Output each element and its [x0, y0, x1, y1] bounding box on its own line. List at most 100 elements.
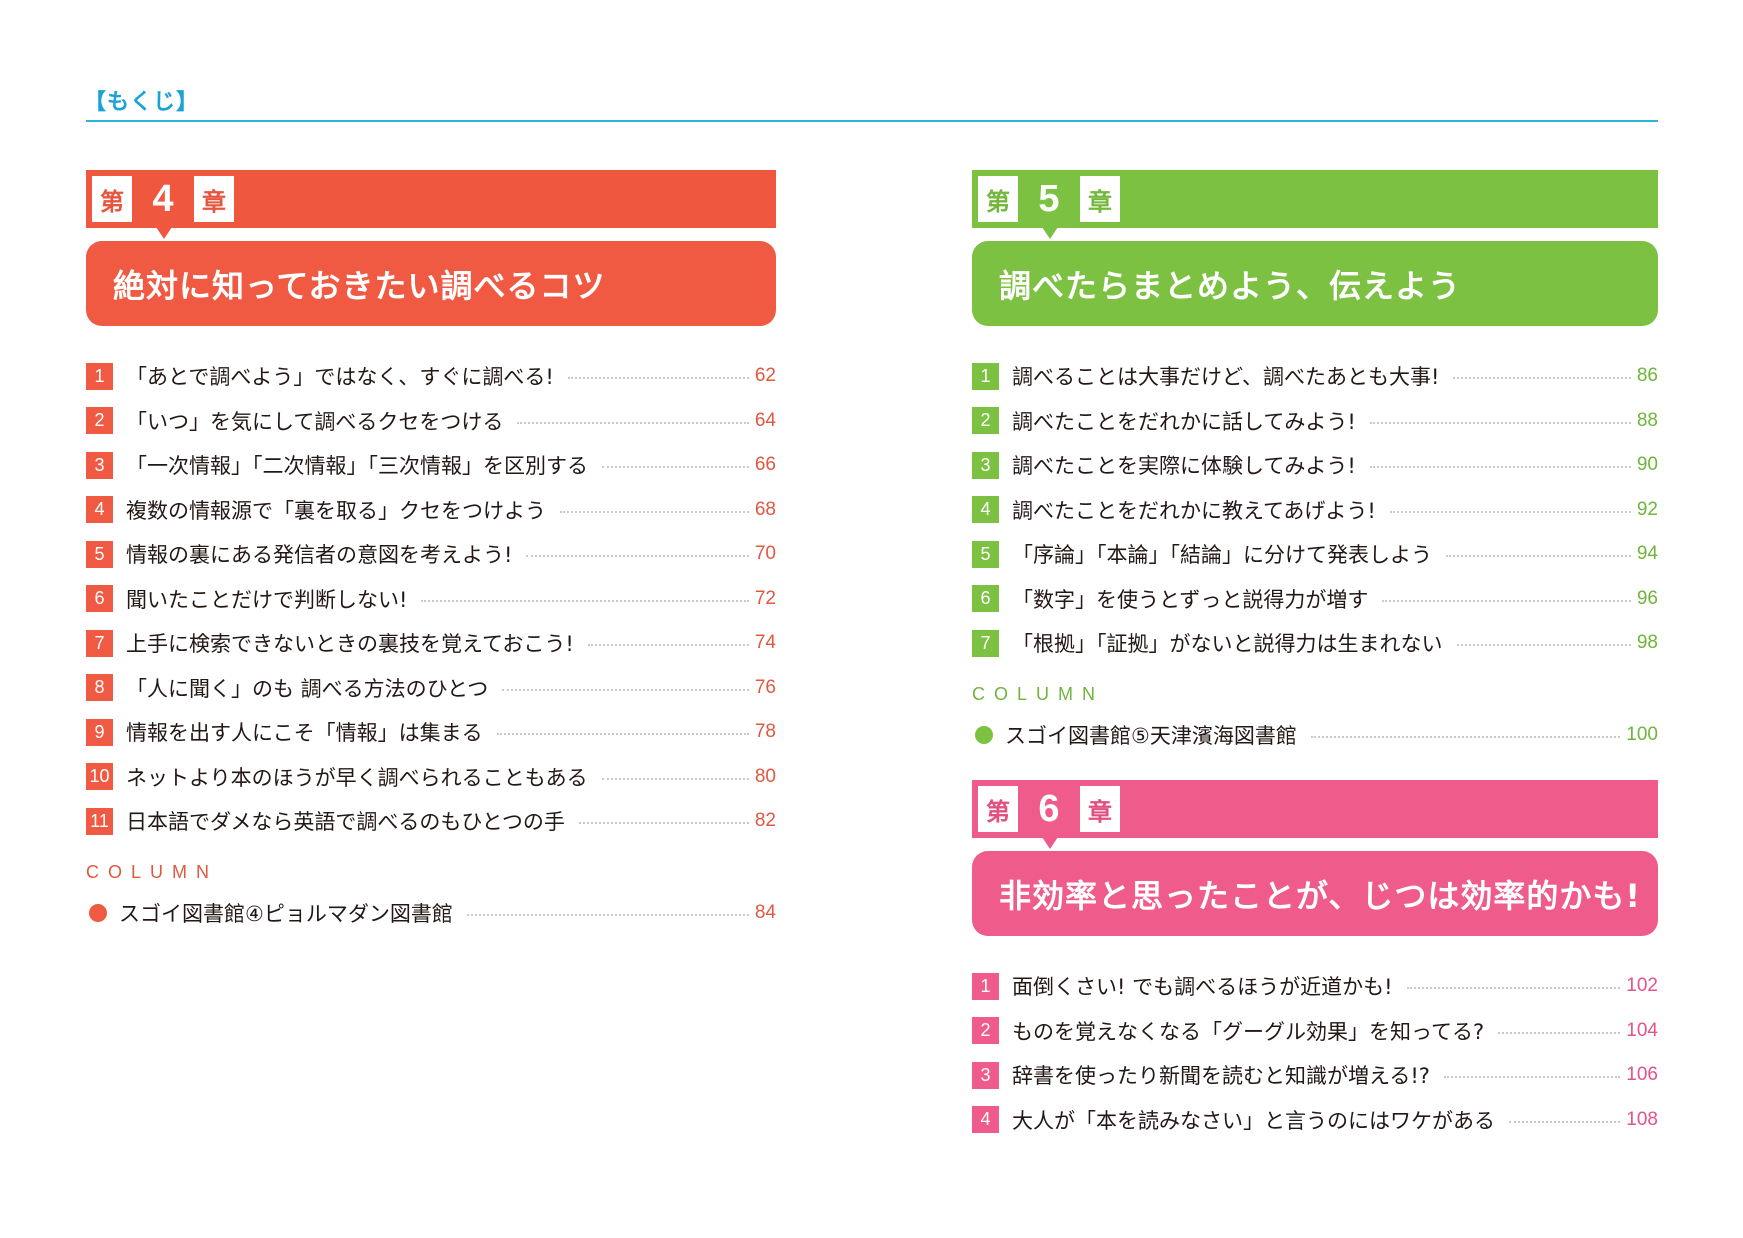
entry-title: 調べたことを実際に体験してみよう! — [1012, 454, 1356, 479]
header-divider — [86, 120, 1658, 122]
chapter-number: 5 — [1038, 177, 1060, 220]
bullet-dot-icon — [89, 903, 107, 922]
dot-leader — [1310, 735, 1621, 738]
dot-leader — [1389, 510, 1631, 513]
dot-leader — [1453, 377, 1631, 380]
entry-number: 8 — [86, 674, 113, 702]
column-label: COLUMN — [972, 683, 1105, 704]
entry-number: 4 — [86, 496, 113, 524]
entry-title: 大人が「本を読みなさい」と言うのにはワケがある — [1012, 1108, 1495, 1133]
toc-entry[interactable]: 3 辞書を使ったり新聞を読むと知識が増える!? 106 — [972, 1053, 1658, 1098]
entry-page: 102 — [1626, 975, 1658, 997]
entry-title: 日本語でダメなら英語で調べるのもひとつの手 — [126, 810, 565, 835]
entry-title: ものを覚えなくなる「グーグル効果」を知ってる? — [1012, 1019, 1485, 1044]
entry-number: 5 — [972, 540, 999, 568]
entry-page: 76 — [754, 676, 776, 698]
chapter-title: 非効率と思ったことが、じつは効率的かも! — [972, 851, 1658, 936]
dot-leader — [578, 822, 749, 825]
toc-entry[interactable]: 1「あとで調べよう」ではなく、すぐに調べる!62 — [86, 354, 776, 399]
chapter-suffix: 章 — [194, 176, 234, 222]
dot-leader — [1406, 987, 1621, 990]
entry-title: 「人に聞く」のも 調べる方法のひとつ — [126, 676, 489, 701]
entry-title: 調べたことをだれかに話してみよう! — [1012, 409, 1356, 434]
toc-entry[interactable]: 7 「根拠」「証拠」がないと説得力は生まれない 98 — [972, 621, 1658, 666]
entry-title: 「いつ」を気にして調べるクセをつける — [126, 409, 504, 434]
chapter-badge: 第 5 章 — [972, 170, 1658, 239]
dot-leader — [1509, 1120, 1621, 1123]
entry-number: 2 — [972, 1017, 999, 1045]
entry-page: 108 — [1626, 1108, 1658, 1130]
entry-page: 64 — [754, 409, 776, 431]
dot-leader — [496, 733, 749, 736]
chapter-4: 第 4 章 絶対に知っておきたい調べるコツ 1 「あとで調べよう」ではなく、すぐに… — [86, 170, 776, 935]
dot-leader — [567, 377, 749, 380]
chapter-suffix: 章 — [1080, 786, 1120, 832]
toc-entry[interactable]: 2 「いつ」を気にして調べるクセをつける 64 — [86, 399, 776, 444]
dot-leader — [526, 555, 749, 558]
entry-title: 「根拠」「証拠」がないと説得力は生まれない — [1012, 632, 1443, 657]
entry-title: スゴイ図書館⑤天津濱海図書館 — [1005, 723, 1297, 748]
toc-entry[interactable]: 4 大人が「本を読みなさい」と言うのにはワケがある 108 — [972, 1098, 1658, 1143]
chapter-badge: 第 4 章 — [86, 170, 776, 239]
entry-page: 74 — [754, 632, 776, 654]
entry-page: 96 — [1636, 587, 1658, 609]
entry-title: 調べることは大事だけど、調べたあとも大事! — [1012, 365, 1440, 390]
entry-title: 面倒くさい! でも調べるほうが近道かも! — [1012, 975, 1393, 1000]
toc-entry[interactable]: 8 「人に聞く」のも 調べる方法のひとつ 76 — [86, 666, 776, 711]
entry-page: 98 — [1636, 632, 1658, 654]
entry-number: 4 — [972, 1106, 999, 1134]
entry-title: ネットより本のほうが早く調べられることもある — [126, 765, 588, 790]
entry-title: 聞いたことだけで判断しない! — [126, 587, 408, 612]
entry-title: 情報を出す人にこそ「情報」は集まる — [126, 721, 483, 746]
entry-number: 10 — [86, 763, 113, 791]
entry-number: 3 — [86, 451, 113, 479]
entry-title: 複数の情報源で「裏を取る」クセをつけよう — [126, 498, 546, 523]
chapter-prefix: 第 — [978, 176, 1018, 222]
entry-title: 情報の裏にある発信者の意図を考えよう! — [126, 543, 513, 568]
entry-page: 106 — [1626, 1064, 1658, 1086]
entry-number: 3 — [972, 1061, 999, 1089]
entry-page: 100 — [1626, 723, 1658, 745]
column-entry[interactable]: スゴイ図書館⑤天津濱海図書館 100 — [972, 713, 1658, 758]
entry-number: 2 — [86, 407, 113, 435]
chapter-title: 絶対に知っておきたい調べるコツ — [86, 241, 776, 326]
entry-page: 86 — [1636, 365, 1658, 387]
entry-number: 3 — [972, 451, 999, 479]
chapter-badge: 第 6 章 — [972, 780, 1658, 849]
entry-title: 「一次情報」「二次情報」「三次情報」を区別する — [126, 454, 588, 479]
badge-pointer-icon — [1042, 837, 1058, 849]
entry-number: 1 — [86, 362, 113, 390]
entry-title: 辞書を使ったり新聞を読むと知識が増える!? — [1012, 1064, 1430, 1089]
chapter-title: 調べたらまとめよう、伝えよう — [972, 241, 1658, 326]
dot-leader — [466, 913, 749, 916]
dot-leader — [1443, 1076, 1621, 1079]
entry-number: 6 — [972, 585, 999, 613]
entry-number: 7 — [972, 629, 999, 657]
entry-page: 78 — [754, 721, 776, 743]
dot-leader — [502, 688, 749, 691]
dot-leader — [421, 599, 749, 602]
dot-leader — [587, 644, 749, 647]
entry-title: 「あとで調べよう」ではなく、すぐに調べる! — [126, 365, 554, 390]
